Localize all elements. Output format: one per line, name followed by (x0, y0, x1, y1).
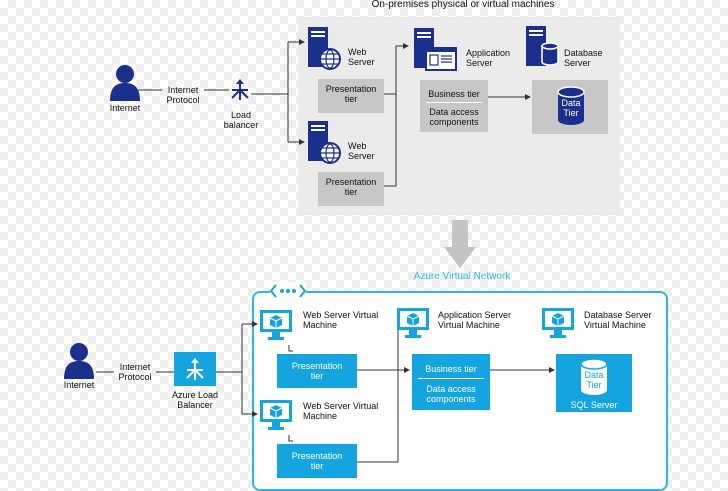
top-internet-label: Internet (109, 103, 141, 113)
azure-db-label: Database Server Virtual Machine (584, 310, 652, 330)
server-icon (308, 121, 341, 164)
top-app-box: Business tier Data access components (420, 80, 488, 132)
virtual-machine-icon (542, 308, 574, 338)
server-icon (414, 28, 457, 71)
azure-app-label: Application Server Virtual Machine (438, 310, 512, 330)
azure-app-box: Business tier Data access components (412, 354, 490, 410)
top-pres2-box: Presentation tier (318, 172, 384, 206)
virtual-machine-icon (260, 400, 292, 430)
bottom-internet-label: Internet (63, 380, 95, 390)
load-balancer-icon (231, 79, 249, 100)
down-arrow-icon (444, 220, 476, 268)
top-pres1-box: Presentation tier (318, 79, 384, 113)
azure-data-box: Data Tier SQL Server (556, 354, 632, 412)
azure-pres1-label: Presentation tier (291, 361, 343, 381)
top-business-label: Business tier (426, 80, 482, 103)
azure-network-label: Azure Virtual Network (413, 271, 511, 282)
azure-web1-label: Web Server Virtual Machine (303, 310, 379, 330)
top-pres2-label: Presentation tier (325, 177, 377, 197)
top-dal-label: Data access components (429, 107, 479, 127)
virtual-machine-icon (260, 310, 292, 340)
top-data-box: Data Tier (532, 80, 608, 134)
virtual-network-icon (269, 282, 307, 300)
top-pres1-label: Presentation tier (325, 84, 377, 104)
person-icon (64, 343, 94, 379)
app-window-icon (425, 47, 457, 71)
server-icon (308, 27, 341, 70)
azure-sql-label: SQL Server (570, 400, 618, 410)
top-web2-label: Web Server (348, 141, 375, 161)
person-icon (110, 65, 140, 101)
onprem-title: On-premises physical or virtual machines (371, 0, 555, 10)
bottom-protocol-label: Internet Protocol (118, 362, 152, 382)
top-web1-label: Web Server (348, 47, 375, 67)
azure-datatier-label: Data Tier (584, 370, 604, 390)
azure-lb-label: Azure Load Balancer (171, 390, 219, 410)
azure-lb-box (174, 352, 216, 386)
azure-web2-label: Web Server Virtual Machine (303, 401, 379, 421)
virtual-machine-icon (397, 308, 429, 338)
load-balancer-icon (186, 358, 204, 380)
top-lb-label: Load balancer (223, 110, 259, 130)
top-protocol-label: Internet Protocol (166, 85, 200, 105)
top-datatier-label: Data Tier (561, 98, 581, 118)
database-icon (557, 86, 585, 125)
top-db-label: Database Server (564, 48, 603, 68)
azure-dal-label: Data access components (426, 384, 476, 404)
database-icon (580, 358, 608, 395)
azure-pres2-box: Presentation tier (277, 444, 357, 478)
top-app-label: Application Server (466, 48, 511, 68)
azure-business-label: Business tier (418, 354, 484, 379)
globe-icon (320, 49, 340, 69)
database-icon (526, 26, 559, 66)
globe-icon (320, 143, 340, 163)
azure-pres2-label: Presentation tier (291, 451, 343, 471)
azure-pres1-box: Presentation tier (277, 354, 357, 388)
